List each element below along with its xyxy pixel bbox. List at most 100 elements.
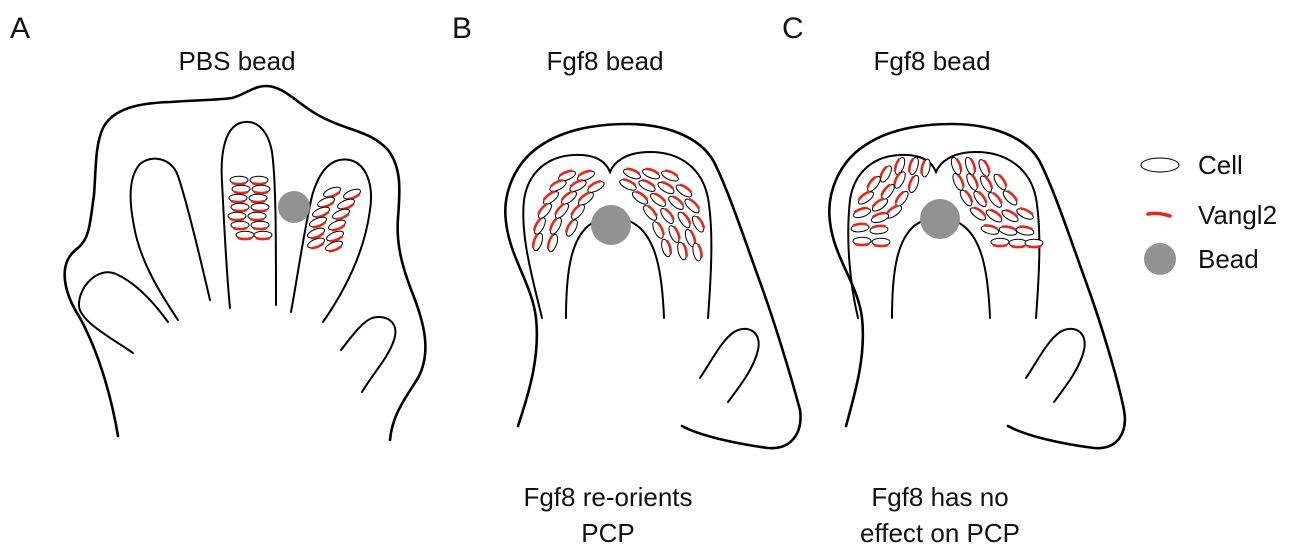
cell xyxy=(660,238,673,257)
cell xyxy=(548,178,568,193)
cell xyxy=(254,231,272,239)
cell xyxy=(641,167,661,181)
cell xyxy=(569,202,587,221)
cell xyxy=(986,190,1004,209)
cell xyxy=(676,241,688,260)
legend-vangl2-symbol xyxy=(1148,213,1170,216)
panel-a-digit-2 xyxy=(131,159,210,320)
legend-cell-symbol xyxy=(1141,158,1179,172)
cell xyxy=(872,238,890,246)
cell xyxy=(998,225,1017,236)
cell xyxy=(949,156,963,176)
cell xyxy=(252,185,270,193)
cell xyxy=(656,180,676,196)
panel-c-side-digit xyxy=(1026,329,1085,402)
legend-bead-symbol xyxy=(1144,243,1176,275)
cell xyxy=(641,203,659,222)
cell xyxy=(991,238,1009,246)
cell xyxy=(907,174,921,194)
panel-b-caption-line-2: PCP xyxy=(581,518,634,548)
panel-c-limb xyxy=(829,124,1125,448)
cell xyxy=(992,172,1009,191)
panel-a-digit-5 xyxy=(341,317,395,392)
cell xyxy=(908,156,921,175)
cell xyxy=(920,158,931,177)
cell xyxy=(667,224,682,244)
cell xyxy=(325,229,345,243)
cell xyxy=(660,169,680,184)
cell xyxy=(865,174,882,193)
cell xyxy=(251,221,269,229)
cell xyxy=(968,205,987,222)
panel-b-cells-right xyxy=(618,167,706,262)
cell xyxy=(236,231,254,239)
panel-c-title: Fgf8 bead xyxy=(873,46,990,76)
cell xyxy=(249,194,267,202)
panel-c-caption-line-2: effect on PCP xyxy=(860,518,1020,548)
cell xyxy=(630,189,649,206)
cell xyxy=(1015,225,1034,236)
panel-c-letter: C xyxy=(782,12,804,45)
cell xyxy=(980,224,999,236)
panel-c-limb-outline xyxy=(829,124,1125,448)
cell xyxy=(248,212,266,220)
cell xyxy=(965,172,980,192)
panel-a-title: PBS bead xyxy=(178,46,295,76)
cell xyxy=(853,237,871,245)
cell xyxy=(978,174,994,194)
cell xyxy=(637,178,657,193)
panel-c-cells-left xyxy=(851,156,932,246)
legend: Cell Vangl2 Bead xyxy=(1141,150,1277,275)
cell xyxy=(1025,239,1043,247)
cell xyxy=(228,212,246,220)
cell xyxy=(870,211,890,224)
cell xyxy=(251,203,269,211)
cell xyxy=(977,158,992,178)
legend-cell-label: Cell xyxy=(1198,150,1243,180)
cell xyxy=(229,194,247,202)
cell xyxy=(683,197,701,215)
cell xyxy=(536,201,554,220)
cell xyxy=(851,223,870,233)
cell xyxy=(984,208,1003,225)
cell xyxy=(972,189,989,208)
panel-a-letter: A xyxy=(10,12,30,45)
cell xyxy=(618,177,638,192)
panel-c-bead xyxy=(920,199,960,239)
cell xyxy=(958,188,974,207)
cell xyxy=(230,176,248,184)
cell xyxy=(231,221,249,229)
cell xyxy=(231,203,249,211)
panel-a-bead xyxy=(278,191,310,223)
panel-b-cells-left xyxy=(531,169,605,253)
panel-b-caption-line-1: Fgf8 re-orients xyxy=(523,482,692,512)
legend-vangl2-label: Vangl2 xyxy=(1198,200,1277,230)
cell xyxy=(651,220,666,240)
cell xyxy=(1009,239,1027,247)
panel-a-cells-digit-3 xyxy=(228,176,272,239)
cell xyxy=(676,210,693,229)
cell xyxy=(532,216,547,236)
cell xyxy=(667,194,686,212)
cell xyxy=(250,176,268,184)
panel-c-cells-right xyxy=(949,156,1043,247)
cell xyxy=(531,232,544,252)
panel-b-bead xyxy=(591,205,631,245)
cell xyxy=(870,225,889,235)
cell xyxy=(1001,189,1019,207)
cell xyxy=(690,214,706,234)
panel-a-limb xyxy=(65,86,426,440)
panel-a-limb-outline xyxy=(65,86,426,440)
cell xyxy=(548,216,563,236)
cell xyxy=(658,206,675,225)
cell xyxy=(674,183,693,200)
legend-bead-label: Bead xyxy=(1198,244,1259,274)
cell xyxy=(649,191,668,208)
cell xyxy=(951,172,966,192)
cell xyxy=(564,218,579,238)
cell xyxy=(691,242,702,261)
cell xyxy=(964,156,977,176)
panel-c-caption-line-1: Fgf8 has no xyxy=(871,482,1008,512)
panel-a-cells-digit-4 xyxy=(306,185,362,253)
